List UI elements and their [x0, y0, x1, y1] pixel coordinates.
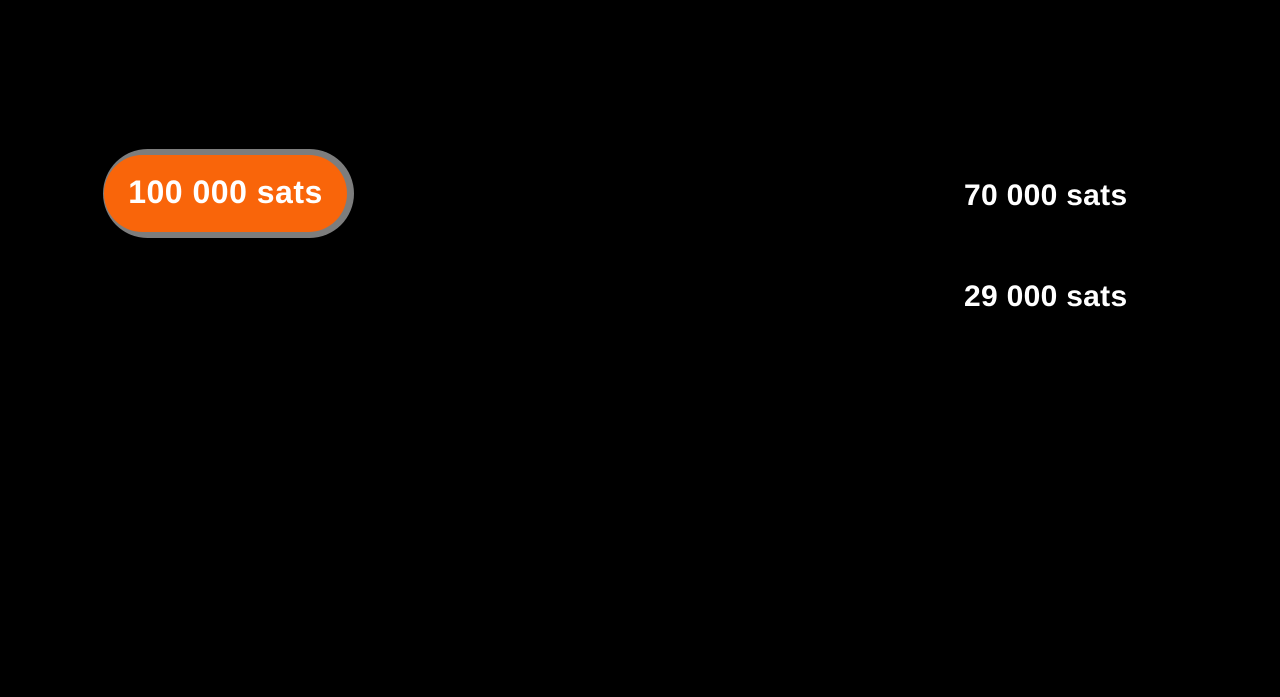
balance-value-top: 70 000 sats — [964, 179, 1128, 212]
capacity-pill-label: 100 000 sats — [128, 174, 323, 210]
capacity-pill: 100 000 sats — [104, 155, 347, 232]
balance-value-bottom: 29 000 sats — [964, 280, 1128, 313]
